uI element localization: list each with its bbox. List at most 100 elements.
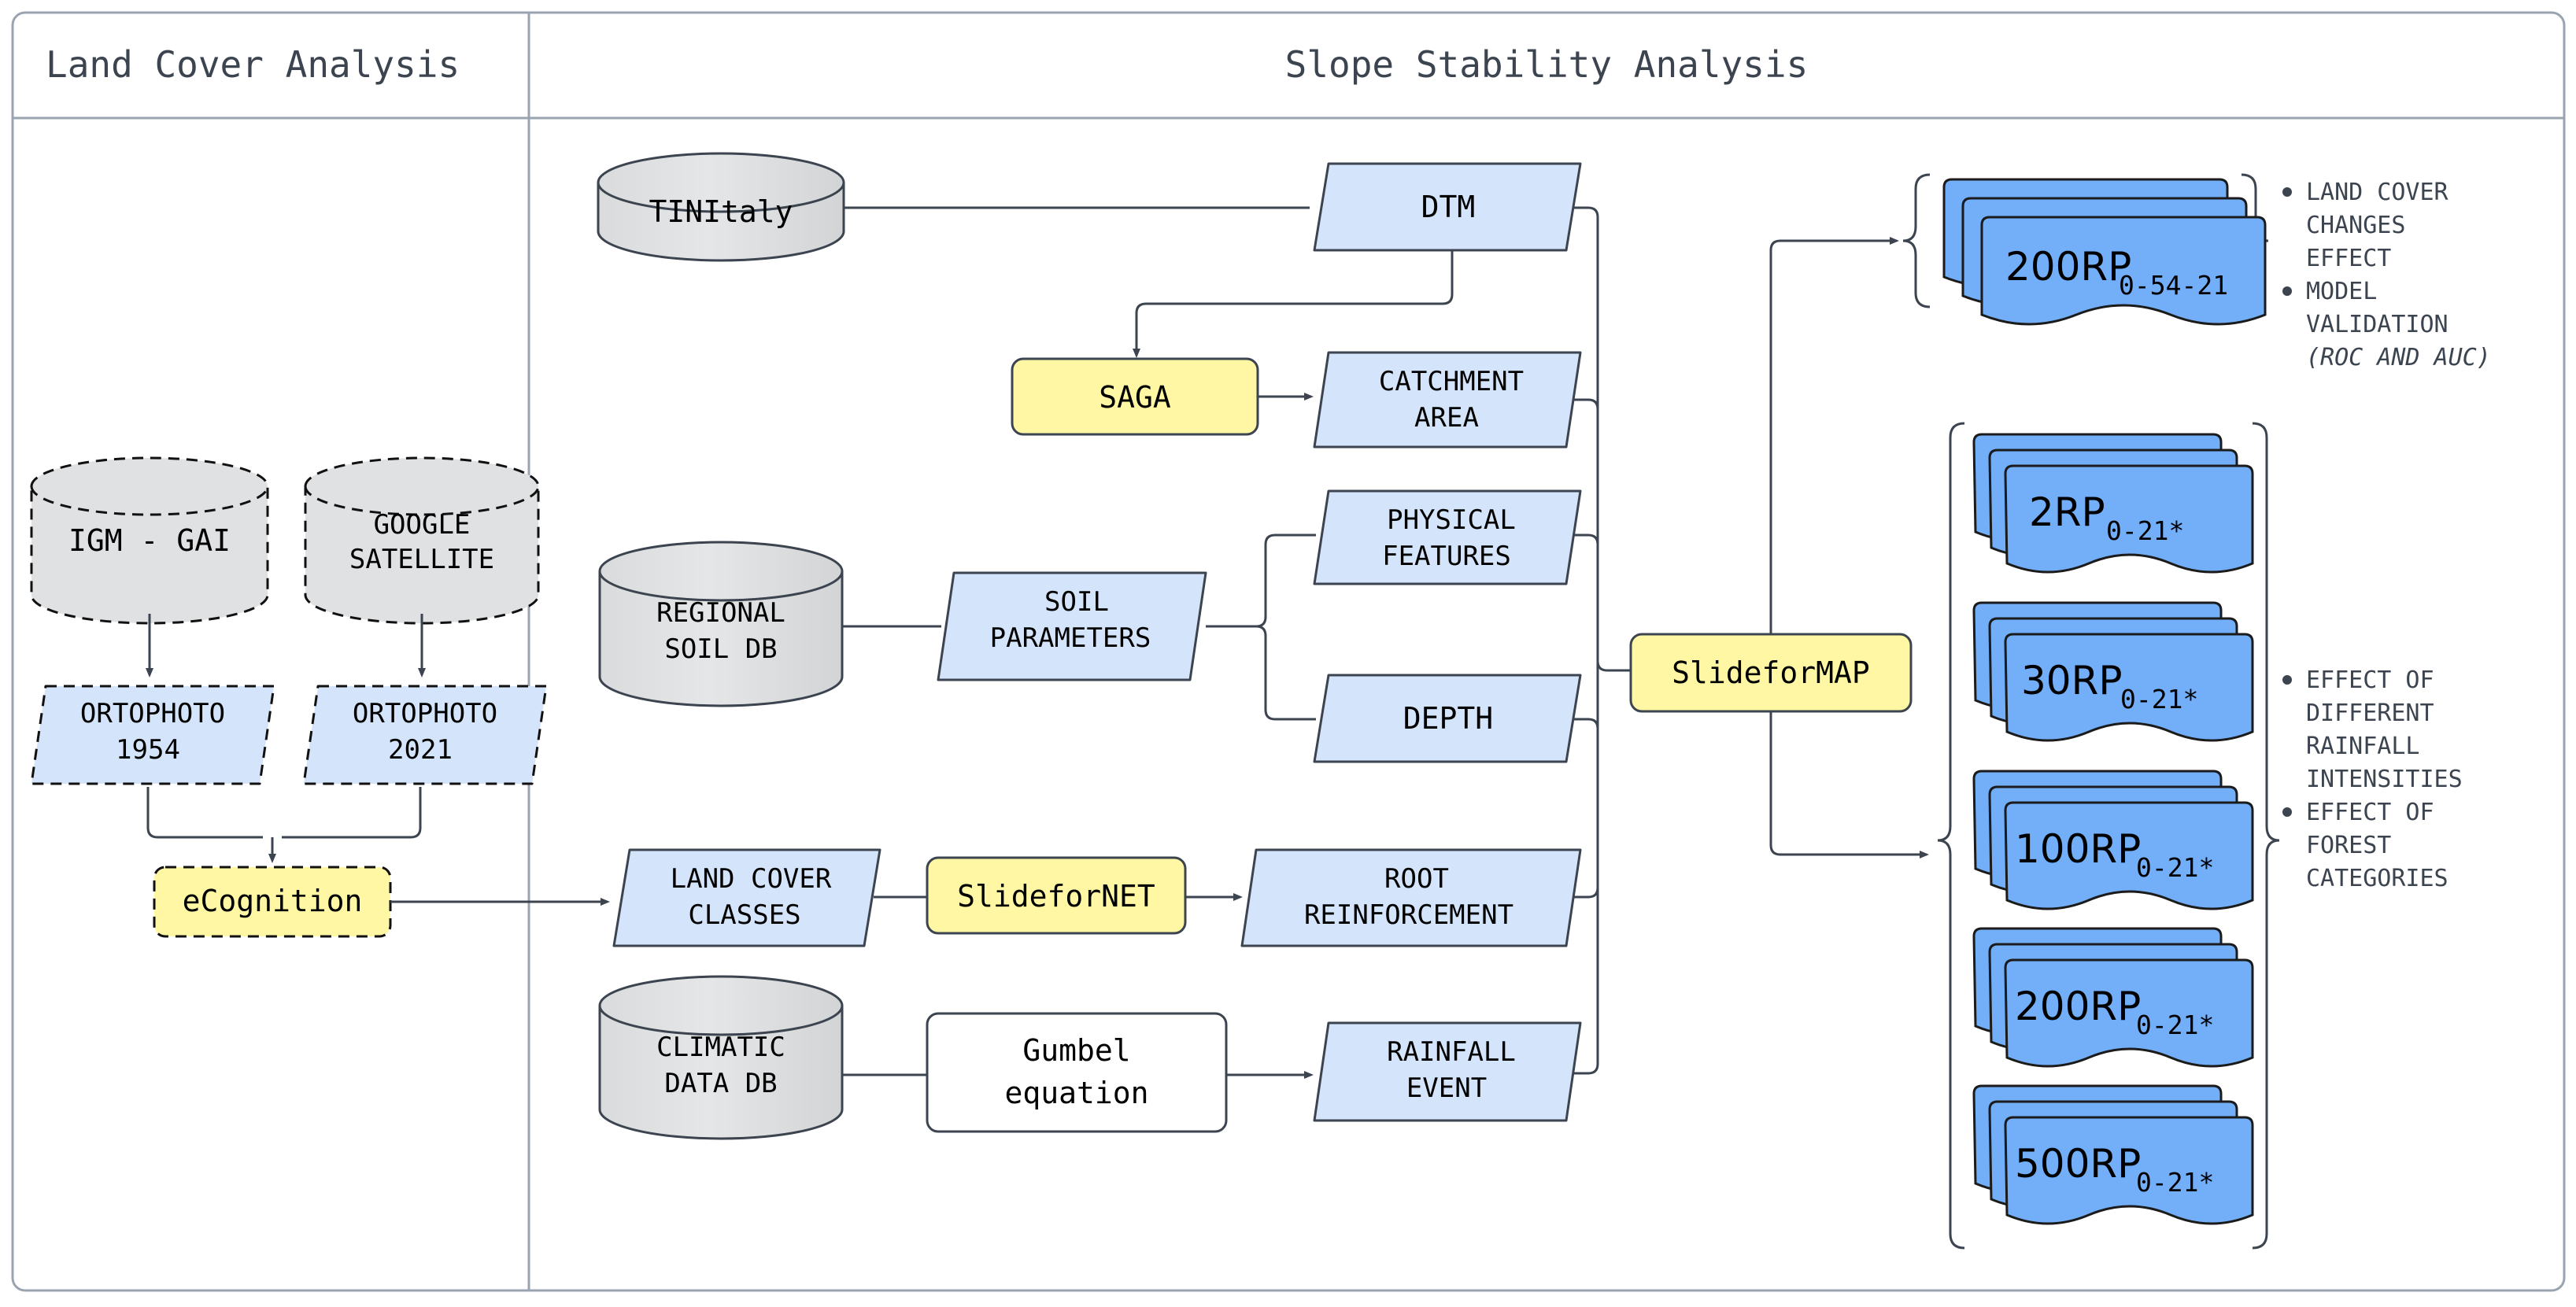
note-bottom-1-line-4: INTENSITIES <box>2306 766 2463 793</box>
bullet-dot-icon-4 <box>2282 807 2292 817</box>
header-right: Slope Stability Analysis <box>1285 43 1809 86</box>
climatic-data-db[interactable]: CLIMATIC DATA DB <box>598 975 844 1140</box>
note-bottom-1-line-3: RAINFALL <box>2306 733 2420 760</box>
slideformap-process[interactable]: SlideforMAP <box>1629 633 1913 713</box>
google-satellite-db-label-1: GOOGLE <box>374 509 471 541</box>
note-top-1-line-2: CHANGES <box>2306 212 2405 239</box>
output-100rp-0-21-base: 100RP <box>2015 826 2141 872</box>
saga-process[interactable]: SAGA <box>1011 357 1259 436</box>
physical-features-node[interactable]: PHYSICAL FEATURES <box>1313 489 1582 585</box>
slidefornet-label: SlideforNET <box>957 879 1155 914</box>
google-satellite-db-label-2: SATELLITE <box>349 544 494 575</box>
ortophoto-2021[interactable]: ORTOPHOTO 2021 <box>302 685 548 785</box>
brace-right-bottom <box>2252 422 2280 1250</box>
catchment-area-node[interactable]: CATCHMENT AREA <box>1313 351 1582 449</box>
catchment-area-label-2: AREA <box>1414 402 1479 434</box>
slideformap-outputs-edges <box>1769 237 1929 858</box>
climatic-data-db-label-2: DATA DB <box>664 1068 777 1099</box>
notes-top: LAND COVER CHANGES EFFECT MODEL VALIDATI… <box>2282 179 2491 371</box>
output-200rp-0-54-21-sub: 0-54-21 <box>2119 270 2228 301</box>
root-reinforcement-label-2: REINFORCEMENT <box>1304 899 1513 931</box>
catchment-area-label-1: CATCHMENT <box>1379 366 1524 397</box>
bullet-dot-icon-2 <box>2282 286 2292 296</box>
ecognition-process[interactable]: eCognition <box>153 866 392 938</box>
rainfall-event-label-1: RAINFALL <box>1387 1036 1516 1068</box>
note-bottom-1-line-1: EFFECT OF <box>2306 666 2434 694</box>
physical-features-label-1: PHYSICAL <box>1387 504 1516 536</box>
soil-parameters-label-1: SOIL <box>1044 586 1109 618</box>
output-group-bottom: 2RP 0-21* 30RP 0-21* 100RP 0-21* 200RP 0… <box>1937 422 2463 1250</box>
rainfall-event-node[interactable]: RAINFALL EVENT <box>1313 1021 1582 1122</box>
note-bottom-2-line-2: FOREST <box>2306 832 2391 859</box>
depth-label: DEPTH <box>1403 701 1493 736</box>
notes-bottom: EFFECT OF DIFFERENT RAINFALL INTENSITIES… <box>2282 666 2463 892</box>
tinitaly-db[interactable]: TINItaly <box>597 152 845 262</box>
output-200rp-0-54-21-stack[interactable]: 200RP 0-54-21 <box>1942 178 2267 326</box>
land-cover-classes-label-2: CLASSES <box>688 899 800 931</box>
dtm-node[interactable]: DTM <box>1313 162 1582 252</box>
root-reinforcement-label-1: ROOT <box>1384 863 1449 895</box>
root-reinforcement-node[interactable]: ROOT REINFORCEMENT <box>1240 848 1582 947</box>
outer-frame <box>11 11 2566 1292</box>
bullet-dot-icon <box>2282 187 2292 197</box>
ortophoto-1954-label-2: 1954 <box>116 734 180 766</box>
edge-ortophoto1954-to-ecognition <box>146 787 263 839</box>
output-200rp-0-21-sub: 0-21* <box>2136 1010 2214 1040</box>
saga-label: SAGA <box>1099 380 1171 415</box>
land-cover-classes-node[interactable]: LAND COVER CLASSES <box>612 848 881 947</box>
dtm-label: DTM <box>1421 190 1476 224</box>
google-satellite-db[interactable]: GOOGLE SATELLITE <box>304 456 540 625</box>
gumbel-equation-process[interactable]: Gumbel equation <box>926 1012 1228 1133</box>
output-500rp-0-21-sub: 0-21* <box>2136 1167 2214 1198</box>
output-30rp-0-21-base: 30RP <box>2021 658 2123 703</box>
note-bottom-1-line-2: DIFFERENT <box>2306 700 2434 727</box>
slideformap-label: SlideforMAP <box>1672 655 1870 690</box>
output-2rp-0-21-base: 2RP <box>2029 489 2105 535</box>
ortophoto-1954[interactable]: ORTOPHOTO 1954 <box>30 685 275 785</box>
note-bottom-2-line-1: EFFECT OF <box>2306 799 2434 826</box>
igm-gai-db[interactable]: IGM - GAI <box>30 456 269 625</box>
convergence-bus <box>1573 206 1645 1075</box>
depth-node[interactable]: DEPTH <box>1313 674 1582 763</box>
ortophoto-2021-label-2: 2021 <box>388 734 453 766</box>
gumbel-equation-label-1: Gumbel <box>1022 1033 1130 1068</box>
output-30rp-0-21-sub: 0-21* <box>2120 684 2198 714</box>
output-2rp-0-21-sub: 0-21* <box>2106 515 2184 546</box>
land-cover-classes-label-1: LAND COVER <box>671 863 832 895</box>
brace-left-bottom <box>1937 422 1965 1250</box>
rainfall-event-label-2: EVENT <box>1406 1073 1487 1104</box>
ortophoto-1954-label-1: ORTOPHOTO <box>80 698 225 729</box>
note-top-2-line-1: MODEL <box>2306 278 2377 305</box>
output-group-top: 200RP 0-54-21 LAND COVER CHANGES EFFECT … <box>1902 173 2491 371</box>
edge-ortophoto2021-to-ecognition <box>282 787 422 839</box>
note-top-2-line-3-italic: (ROC AND AUC) <box>2306 344 2491 371</box>
note-top-2-line-2: VALIDATION <box>2306 311 2448 338</box>
output-100rp-0-21-sub: 0-21* <box>2136 852 2214 883</box>
gumbel-equation-label-2: equation <box>1004 1076 1148 1110</box>
soil-parameters-label-2: PARAMETERS <box>990 622 1151 654</box>
edge-soilparams-to-physical <box>1255 534 1316 628</box>
ortophoto-2021-label-1: ORTOPHOTO <box>353 698 497 729</box>
regional-soil-db[interactable]: REGIONAL SOIL DB <box>598 541 844 707</box>
edge-soilparams-to-depth <box>1255 625 1316 721</box>
note-bottom-2-line-3: CATEGORIES <box>2306 865 2448 892</box>
note-top-1-line-1: LAND COVER <box>2306 179 2449 206</box>
bullet-dot-icon-3 <box>2282 675 2292 685</box>
output-30rp-0-21-stack[interactable]: 30RP 0-21* <box>1972 601 2254 742</box>
output-200rp-0-54-21-base: 200RP <box>2005 244 2131 290</box>
physical-features-label-2: FEATURES <box>1382 541 1511 572</box>
slidefornet-process[interactable]: SlideforNET <box>926 856 1187 935</box>
igm-gai-db-label: IGM - GAI <box>68 523 231 558</box>
note-top-1-line-3: EFFECT <box>2306 245 2391 272</box>
output-200rp-0-21-stack[interactable]: 200RP 0-21* <box>1972 927 2254 1068</box>
output-100rp-0-21-stack[interactable]: 100RP 0-21* <box>1972 770 2254 910</box>
output-500rp-0-21-stack[interactable]: 500RP 0-21* <box>1972 1084 2254 1225</box>
output-2rp-0-21-stack[interactable]: 2RP 0-21* <box>1972 433 2254 574</box>
regional-soil-db-label-1: REGIONAL <box>656 597 785 629</box>
regional-soil-db-label-2: SOIL DB <box>664 633 777 665</box>
soil-parameters-node[interactable]: SOIL PARAMETERS <box>937 571 1207 681</box>
header-left: Land Cover Analysis <box>46 43 460 86</box>
tinitaly-db-label: TINItaly <box>649 194 793 229</box>
